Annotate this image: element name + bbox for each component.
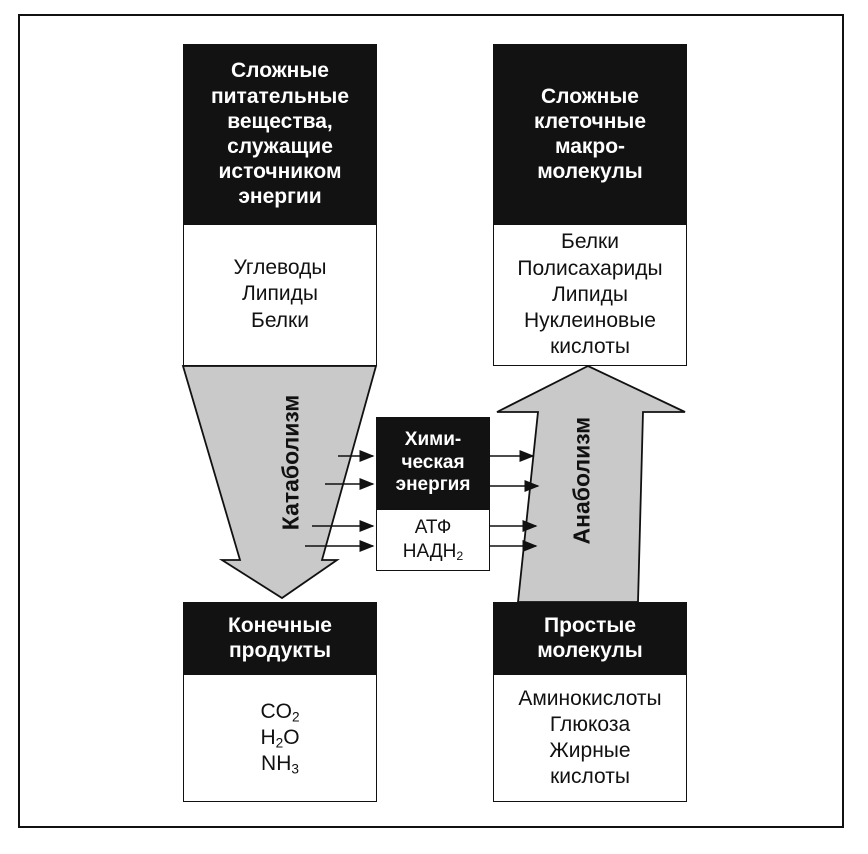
catabolism-label: Катаболизм — [277, 394, 304, 531]
list-item: Липиды — [552, 282, 628, 306]
list-item: кислоты — [550, 335, 630, 359]
anabolism-label: Анаболизм — [568, 416, 595, 545]
chemical-energy-header: Хими- ческая энергия — [376, 417, 490, 509]
nadh-label: НАДН2 — [402, 541, 464, 564]
header-line: источником — [218, 160, 342, 184]
complex-nutrients-list: Углеводы Липиды Белки — [183, 224, 377, 366]
list-item: Белки — [561, 230, 619, 254]
complex-nutrients-header: Сложные питательные вещества, служащие и… — [183, 44, 377, 224]
header-line: энергии — [238, 185, 322, 209]
header-line: служащие — [227, 135, 333, 158]
end-products-header: Конечные продукты — [183, 602, 377, 674]
header-line: питательные — [210, 84, 350, 108]
list-item: Белки — [251, 308, 309, 332]
header-line: молекулы — [537, 160, 643, 184]
header-line: продукты — [228, 639, 332, 662]
macromolecules-list: Белки Полисахариды Липиды Нуклеиновые ки… — [493, 224, 687, 366]
macromolecules-header: Сложные клеточные макро- молекулы — [493, 44, 687, 224]
header-line: вещества, — [227, 109, 333, 133]
header-line: Конечные — [228, 613, 332, 637]
list-item: Жирные — [549, 739, 631, 762]
formula-co2: CO2 — [260, 699, 300, 725]
list-item: Аминокислоты — [518, 686, 662, 710]
simple-molecules-header: Простые молекулы — [493, 602, 687, 674]
list-item: Глюкоза — [549, 712, 631, 736]
anabolism-arrow-body — [496, 364, 686, 603]
simple-molecules-list: Аминокислоты Глюкоза Жирные кислоты — [493, 674, 687, 802]
list-item: кислоты — [550, 765, 630, 789]
header-line: ческая — [401, 451, 465, 473]
header-line: Хими- — [404, 428, 462, 450]
header-line: энергия — [395, 474, 471, 496]
catabolism-arrow-body — [181, 365, 378, 600]
list-item: Нуклеиновые — [524, 309, 656, 333]
header-line: макро- — [554, 135, 626, 158]
diagram-frame — [18, 14, 844, 828]
list-item: Полисахариды — [517, 256, 663, 280]
end-products-list: CO2 H2O NH3 — [183, 674, 377, 802]
header-line: клеточные — [533, 109, 647, 133]
atp-label: АТФ — [414, 517, 452, 539]
formula-nh3: NH3 — [261, 752, 299, 777]
header-line: Сложные — [231, 59, 329, 83]
list-item: Углеводы — [233, 256, 327, 279]
formula-h2o: H2O — [260, 725, 300, 751]
header-line: молекулы — [537, 639, 643, 662]
header-line: Сложные — [541, 84, 639, 108]
header-line: Простые — [543, 613, 637, 637]
energy-carriers-list: АТФ НАДН2 — [376, 509, 490, 571]
list-item: Липиды — [242, 282, 318, 306]
